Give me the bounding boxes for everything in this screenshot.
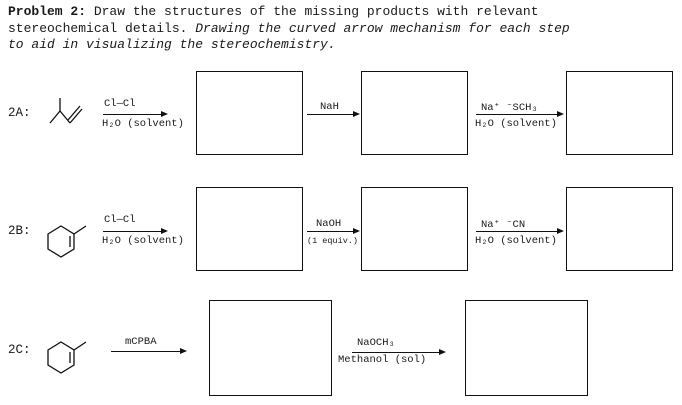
reaction-arrow-2a-3 [476,111,564,117]
answer-box-2c-1[interactable] [209,300,332,396]
molecule-1-methylcyclohexene [47,341,87,374]
reagent-2b-step2-top: NaOH [316,218,342,230]
problem-line-2-italic: Drawing the curved arrow mechanism for e… [195,20,570,36]
problem-statement: Problem 2: Draw the structures of the mi… [8,4,676,54]
reaction-arrow-2a-2 [307,111,360,117]
problem-title: Problem 2: [8,4,87,19]
row-label-2c: 2C: [8,343,31,357]
reaction-arrow-2b-2 [307,228,360,234]
row-label-2a: 2A: [8,106,31,120]
answer-box-2a-2[interactable] [361,71,468,155]
reaction-arrow-2b-1 [103,228,168,234]
answer-box-2b-1[interactable] [196,187,303,271]
reaction-arrow-2c-1 [111,348,187,354]
answer-box-2c-2[interactable] [465,300,588,396]
reaction-arrow-2c-2 [352,349,446,355]
problem-line-1: Draw the structures of the missing produ… [86,4,539,19]
row-label-2b: 2B: [8,224,31,238]
reaction-arrow-2a-1 [103,111,168,117]
reagent-2a-step1-bottom: H₂O (solvent) [102,118,184,130]
reagent-2b-step2-bottom: (1 equiv.) [307,236,359,246]
reagent-2b-step3-top: Na⁺ ⁻CN [481,219,526,231]
reagent-2a-step1-top: Cl—Cl [104,98,136,110]
reagent-2a-step3-bottom: H₂O (solvent) [475,118,557,130]
reagent-2b-step3-bottom: H₂O (solvent) [475,235,557,247]
answer-box-2b-2[interactable] [361,187,468,271]
reagent-2a-step2-top: NaH [320,101,339,113]
reagent-2a-step3-top: Na⁺ ⁻SCH₃ [481,102,538,114]
answer-box-2a-1[interactable] [196,71,303,155]
answer-box-2a-3[interactable] [566,71,673,155]
reaction-arrow-2b-3 [476,228,564,234]
molecule-2-methyl-2-butene [49,98,83,124]
answer-box-2b-3[interactable] [566,187,673,271]
problem-line-2: stereochemical details. [8,20,196,36]
reagent-2c-step2-bottom: Methanol (sol) [338,354,427,366]
reagent-2c-step2-top: NaOCH₃ [357,337,395,349]
problem-line-3-italic: to aid in visualizing the stereochemistr… [8,37,336,52]
reagent-2c-step1-top: mCPBA [125,336,157,348]
reagent-2b-step1-bottom: H₂O (solvent) [102,235,184,247]
molecule-1-methylcyclohexene [47,225,87,258]
reagent-2b-step1-top: Cl—Cl [104,214,136,226]
